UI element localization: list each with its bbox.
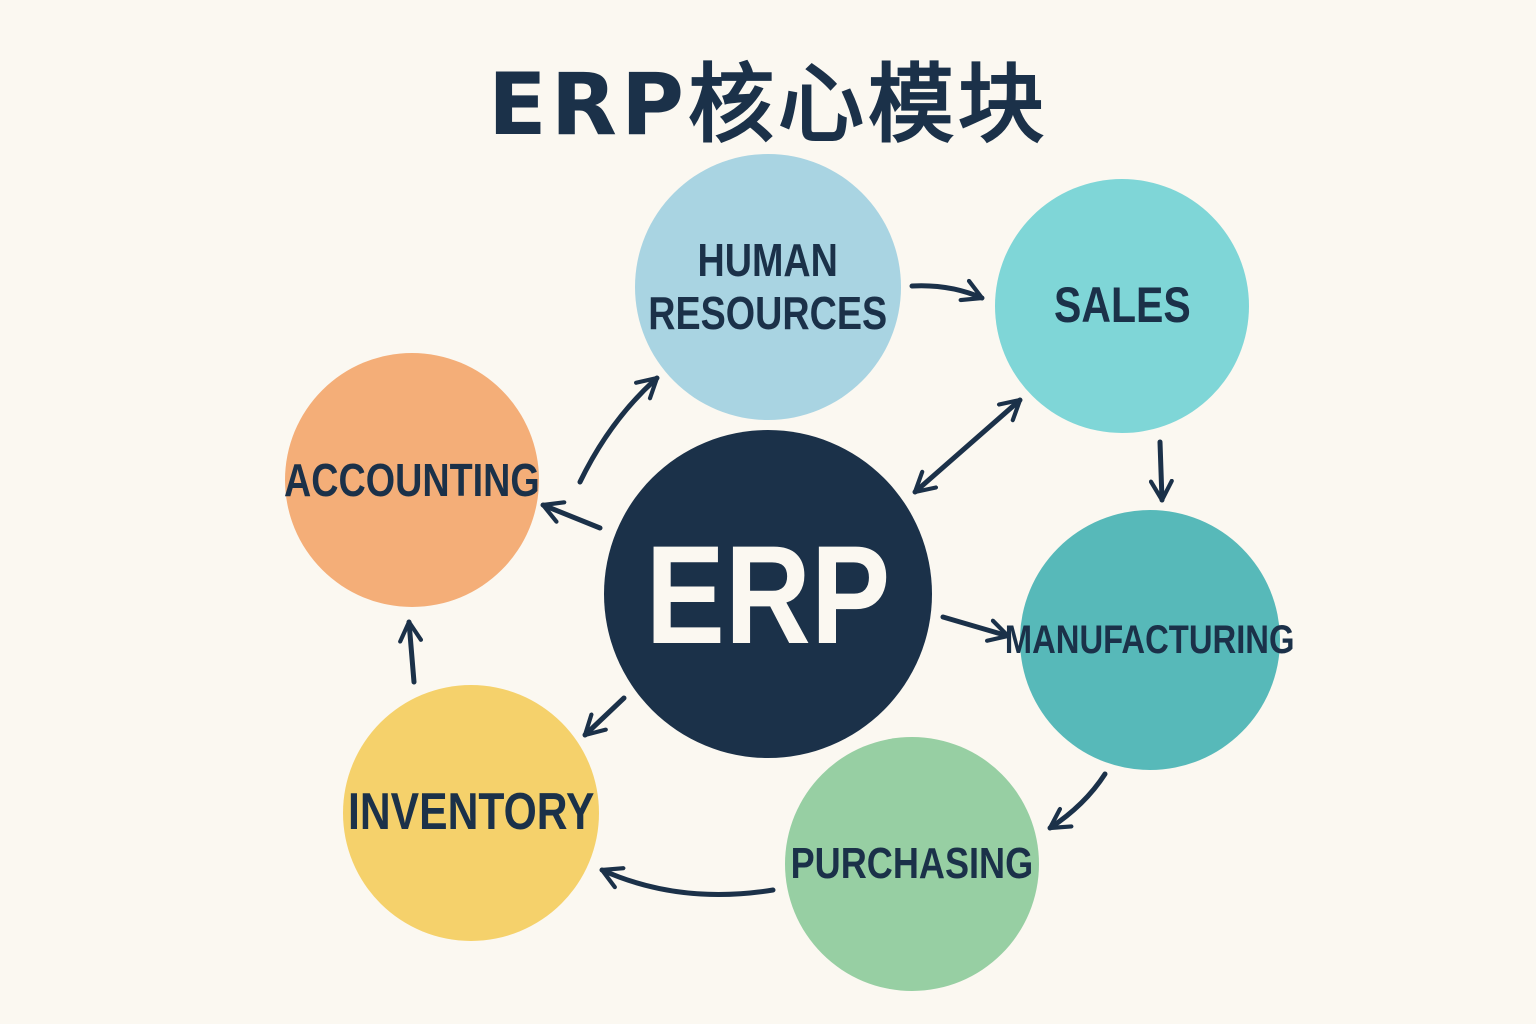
node-label: SALES (1053, 277, 1191, 334)
node-manufacturing: MANUFACTURING (1005, 510, 1295, 770)
arrow-sales-to-manufacturing (1148, 439, 1174, 503)
node-accounting: ACCOUNTING (284, 353, 540, 607)
node-purchasing: PURCHASING (785, 737, 1039, 991)
node-label: HUMAN RESOURCES (648, 234, 888, 339)
arrow-sales-erp (912, 397, 1023, 495)
arrow-erp-to-accounting (540, 500, 603, 531)
node-label: PURCHASING (790, 838, 1034, 888)
arrow-erp-to-inventory (582, 695, 627, 738)
arrow-manufacturing-to-purchasing (1047, 771, 1108, 831)
node-human-resources: HUMAN RESOURCES (635, 154, 901, 420)
diagram-title: ERP核心模块 (488, 55, 1048, 155)
node-label: MANUFACTURING (1005, 618, 1295, 662)
node-label: ERP (645, 515, 891, 673)
arrow-accounting-to-hr (577, 375, 660, 485)
node-label: ACCOUNTING (284, 453, 540, 506)
arrow-hr-to-sales (909, 278, 985, 303)
arrow-erp-to-manufacturing (940, 614, 1011, 643)
node-label: INVENTORY (347, 783, 595, 842)
node-sales: SALES (995, 179, 1249, 433)
node-erp-center: ERP (604, 430, 932, 758)
node-inventory: INVENTORY (343, 685, 599, 941)
arrow-purchasing-to-inventory (599, 866, 776, 897)
arrow-inventory-to-accounting (398, 619, 424, 685)
